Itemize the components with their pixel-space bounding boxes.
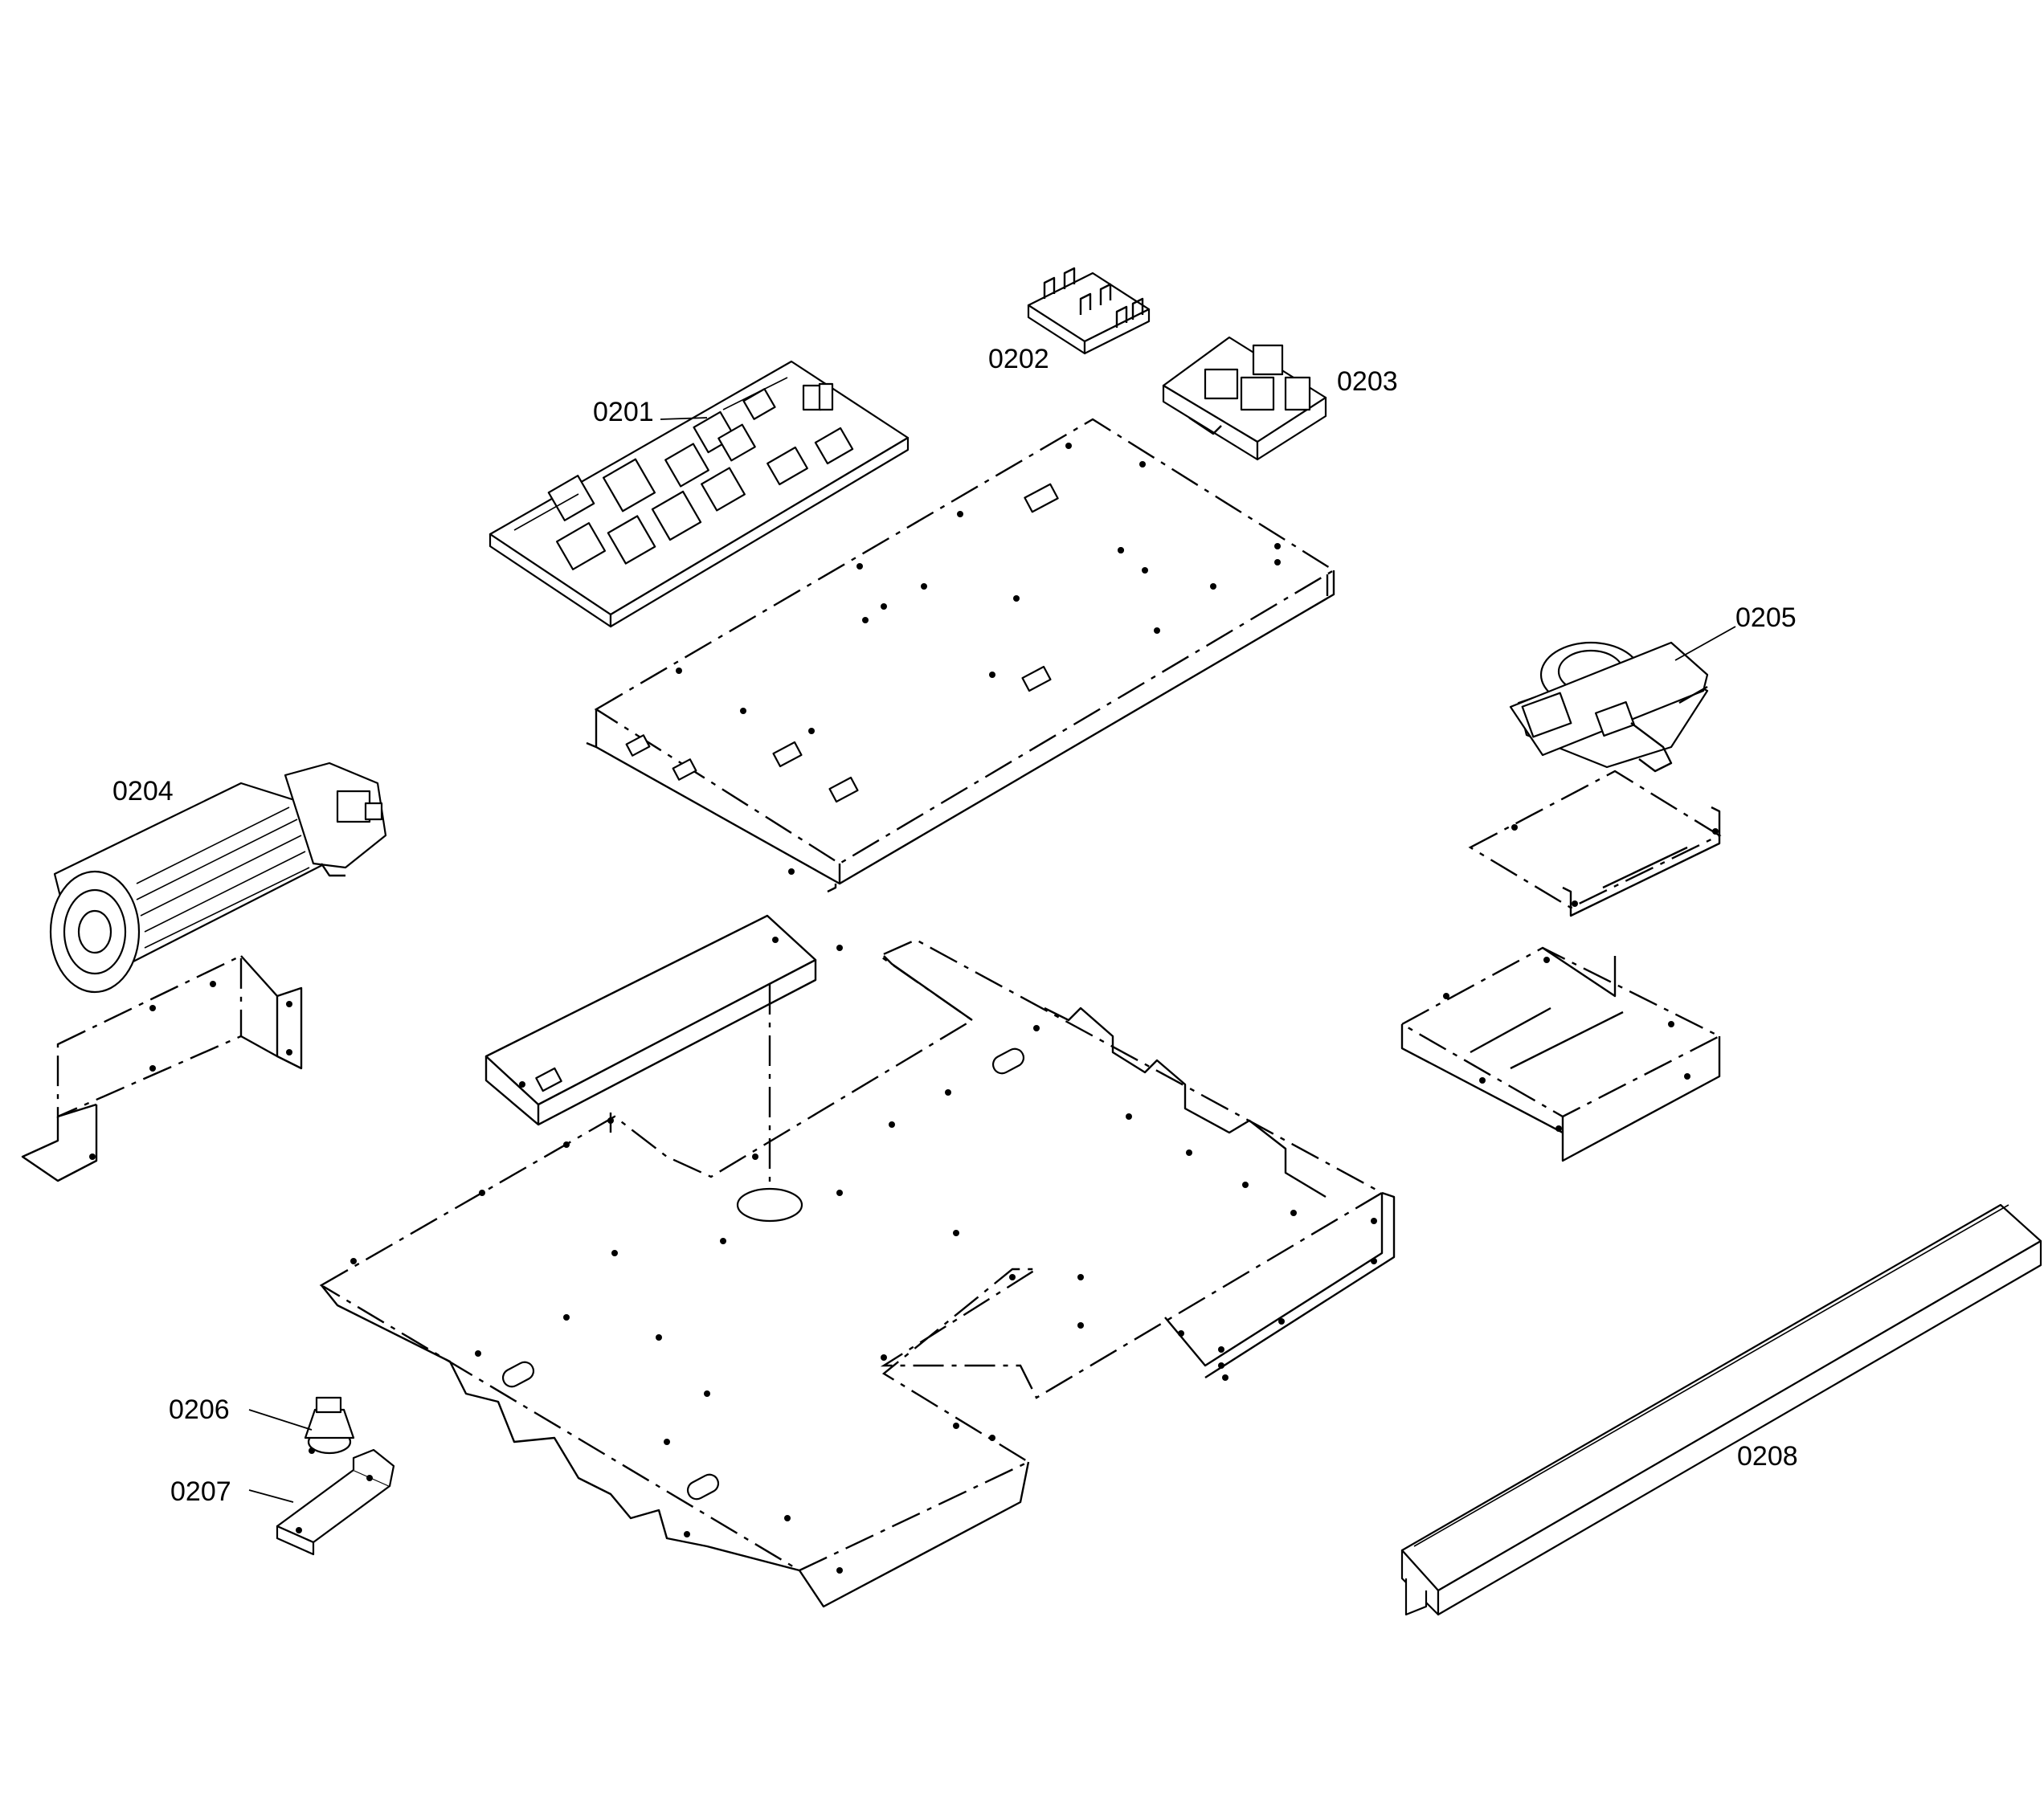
label-0207: 0207 — [170, 1476, 231, 1507]
terminal-housing-0203[interactable] — [1162, 336, 1327, 461]
motor-assembly-0205[interactable] — [1509, 641, 1709, 773]
label-0204: 0204 — [112, 776, 174, 806]
leader-0206 — [248, 1409, 313, 1431]
control-board-0201[interactable] — [489, 360, 910, 628]
fan-motor-0204[interactable] — [49, 762, 387, 994]
trim-rail-0208[interactable] — [1400, 1203, 2042, 1616]
main-base-plate — [319, 938, 1396, 1608]
motor-bracket-tray — [1400, 946, 1722, 1162]
leader-0205 — [1674, 626, 1736, 661]
top-cover-plate — [586, 418, 1336, 893]
angled-support-bracket — [484, 914, 817, 1126]
label-0205: 0205 — [1735, 602, 1797, 633]
leader-0201 — [660, 417, 708, 420]
label-0203: 0203 — [1337, 366, 1398, 397]
label-0201: 0201 — [593, 397, 654, 427]
thermostat-0206[interactable] — [304, 1396, 355, 1455]
thermostat-bracket-0207[interactable] — [276, 1448, 395, 1556]
label-0208: 0208 — [1737, 1441, 1798, 1472]
label-0206: 0206 — [169, 1394, 230, 1425]
motor-mount-plate — [1468, 770, 1722, 917]
leader-0207 — [248, 1489, 294, 1503]
terminal-block-0202[interactable] — [1027, 267, 1151, 355]
fan-mount-bracket — [21, 954, 303, 1182]
label-0202: 0202 — [988, 344, 1049, 374]
